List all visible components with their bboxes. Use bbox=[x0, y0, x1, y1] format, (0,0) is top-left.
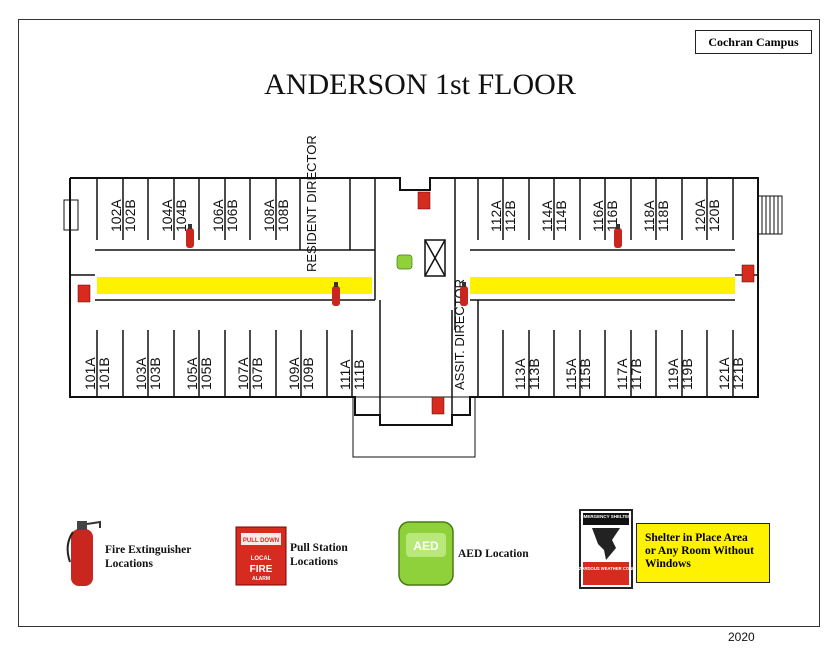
room-label: 114A bbox=[539, 200, 555, 232]
room-label: 116A bbox=[590, 200, 606, 232]
legend-fire-extinguisher-icon bbox=[66, 520, 101, 586]
room-label: 102A bbox=[108, 199, 124, 232]
pull-station-icon bbox=[431, 396, 445, 415]
fire-extinguisher-icon bbox=[186, 224, 194, 248]
room-label: 112B bbox=[502, 200, 518, 232]
room-label: 118A bbox=[641, 200, 657, 232]
room-label: 103B bbox=[147, 357, 163, 390]
room-label: 103A bbox=[133, 357, 149, 390]
fire-extinguisher-icon bbox=[614, 224, 622, 248]
room-label: 115B bbox=[577, 358, 593, 390]
shelter-sign-label: FOR HAZARDOUS WEATHER CONDITIONS bbox=[563, 566, 649, 571]
pull-station-icon bbox=[77, 284, 91, 303]
room-label: 101B bbox=[96, 357, 112, 390]
stairs bbox=[63, 195, 783, 235]
aed-icon-label: AED bbox=[413, 539, 439, 553]
room-label: 111B bbox=[351, 359, 367, 390]
room-label: 121A bbox=[716, 357, 732, 390]
year-label: 2020 bbox=[728, 630, 755, 644]
room-label: 108A bbox=[261, 199, 277, 232]
pull-station-icon-label: LOCAL bbox=[251, 556, 272, 562]
legend-shelter-sign-icon: EMERGENCY SHELTER FOR HAZARDOUS WEATHER … bbox=[563, 509, 649, 589]
room-label: 120B bbox=[706, 199, 722, 232]
campus-label: Cochran Campus bbox=[695, 30, 812, 54]
building-outline bbox=[69, 177, 759, 458]
room-label: 121B bbox=[730, 357, 746, 390]
room-label-assist-director: ASSIT. DIRECTOR bbox=[452, 279, 467, 390]
pull-station-icon bbox=[741, 264, 755, 283]
legend-shelter-label: Shelter in Place Area or Any Room Withou… bbox=[636, 523, 770, 583]
pull-station-icon bbox=[417, 191, 431, 210]
room-label: 109B bbox=[300, 357, 316, 390]
room-label: 111A bbox=[337, 359, 353, 390]
room-label: 119B bbox=[679, 358, 695, 390]
room-label: 101A bbox=[82, 357, 98, 390]
room-label-resident-director: RESIDENT DIRECTOR bbox=[304, 135, 319, 272]
room-label: 104B bbox=[173, 199, 189, 232]
legend-fire-extinguisher-label: Fire Extinguisher Locations bbox=[105, 544, 192, 570]
legend-pull-station-icon: PULL DOWN LOCAL FIRE ALARM bbox=[235, 526, 287, 586]
room-label: 113B bbox=[526, 358, 542, 390]
legend-aed-label: AED Location bbox=[458, 548, 529, 560]
pull-station-icon-label: PULL DOWN bbox=[243, 538, 279, 544]
room-label: 108B bbox=[275, 199, 291, 232]
room-label: 102B bbox=[122, 199, 138, 232]
room-label: 105B bbox=[198, 357, 214, 390]
room-labels: 102A 102B 104A 104B 106A 106B 108A 108B … bbox=[82, 135, 746, 390]
floor-title: ANDERSON 1st FLOOR bbox=[264, 68, 576, 101]
room-label: 118B bbox=[655, 200, 671, 232]
room-walls bbox=[70, 178, 758, 415]
shelter-sign-label: EMERGENCY SHELTER bbox=[581, 514, 633, 519]
room-label: 115A bbox=[563, 358, 579, 390]
pull-station-icon-label: ALARM bbox=[252, 576, 270, 582]
room-label: 117B bbox=[628, 358, 644, 390]
room-label: 107A bbox=[235, 357, 251, 390]
room-label: 106B bbox=[224, 199, 240, 232]
pull-station-icon-label: FIRE bbox=[250, 564, 273, 575]
legend-aed-icon: AED bbox=[398, 521, 454, 586]
fire-extinguisher-icon bbox=[332, 282, 340, 306]
shelter-area-corridor-west bbox=[97, 277, 372, 294]
room-label: 104A bbox=[159, 199, 175, 232]
room-label: 105A bbox=[184, 357, 200, 390]
aed-icon bbox=[396, 254, 413, 270]
room-label: 114B bbox=[553, 200, 569, 232]
room-label: 107B bbox=[249, 357, 265, 390]
room-label: 119A bbox=[665, 358, 681, 390]
legend-pull-station-label: Pull Station Locations bbox=[290, 542, 348, 568]
room-label: 120A bbox=[692, 199, 708, 232]
room-label: 106A bbox=[210, 199, 226, 232]
fire-extinguisher-icon bbox=[460, 282, 468, 306]
room-label: 109A bbox=[286, 357, 302, 390]
map-frame bbox=[18, 19, 820, 627]
room-label: 113A bbox=[512, 358, 528, 390]
shelter-area-corridor-east bbox=[470, 277, 735, 294]
room-label: 117A bbox=[614, 358, 630, 390]
room-label: 112A bbox=[488, 200, 504, 232]
